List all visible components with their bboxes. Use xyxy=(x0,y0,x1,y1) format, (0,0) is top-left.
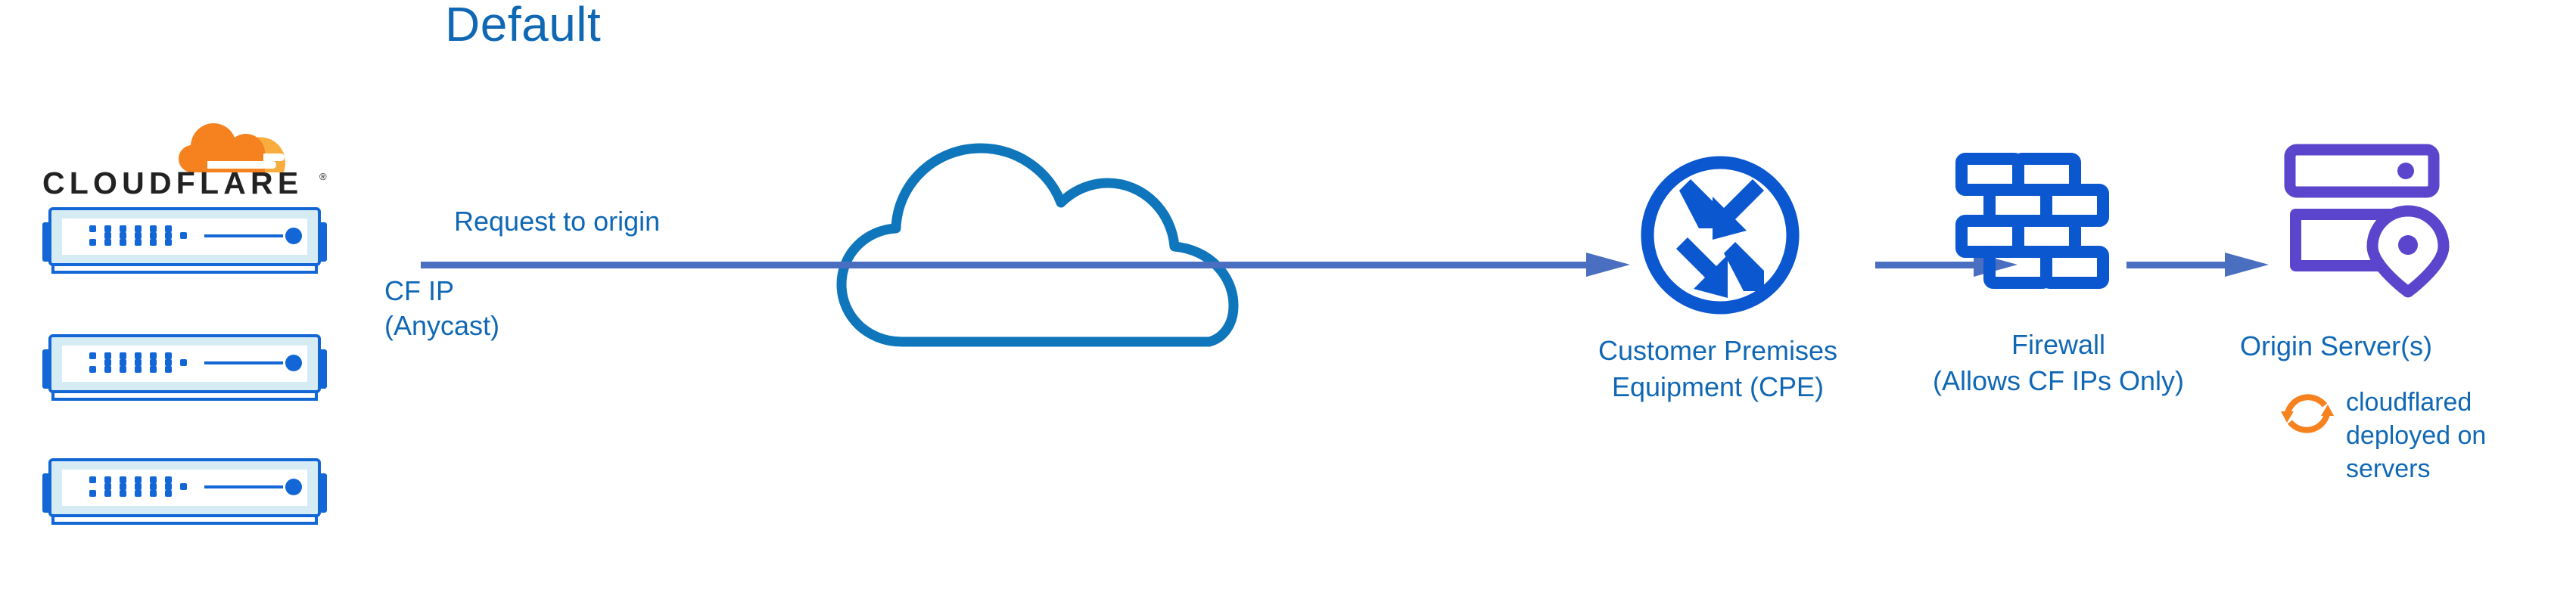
server-slot-line xyxy=(204,361,283,364)
label-request-to-origin: Request to origin xyxy=(454,206,661,237)
cloudflare-logo: CLOUDFLARE ® xyxy=(36,98,339,197)
label-origin-servers: Origin Server(s) xyxy=(2240,330,2433,361)
label-customer-premises-equipment: Customer Premises Equipment (CPE) xyxy=(1598,335,1838,402)
server-unit-2 xyxy=(26,333,344,402)
label-firewall: Firewall (Allows CF IPs Only) xyxy=(1932,329,2185,396)
diagram-title: Default xyxy=(445,0,602,51)
server-vent-dots xyxy=(89,352,187,373)
server-status-light xyxy=(285,355,302,371)
server-status-light xyxy=(285,228,302,244)
server-slot-line xyxy=(204,485,283,488)
registered-trademark-mark: ® xyxy=(319,171,327,182)
server-unit-3 xyxy=(26,457,344,526)
cloudflare-wordmark: CLOUDFLARE xyxy=(42,166,303,197)
server-vent-dots xyxy=(89,476,187,497)
server-status-light xyxy=(285,479,302,495)
internet-cloud-icon xyxy=(832,106,1271,348)
brick-wall-icon xyxy=(1955,153,2119,304)
server-pin-icon xyxy=(2282,141,2461,304)
arrow-firewall-to-origin xyxy=(2126,250,2270,280)
server-unit-1 xyxy=(26,206,344,275)
label-cloudflared-deployed-on-servers: cloudflared deployed on servers xyxy=(2346,388,2487,483)
server-bar-top-led xyxy=(2397,163,2414,179)
label-cf-ip-anycast: CF IP (Anycast) xyxy=(384,275,500,341)
server-slot-line xyxy=(204,234,283,237)
sync-arrows-icon xyxy=(2278,384,2337,443)
server-bar-top xyxy=(2284,144,2440,198)
arrow-request-to-origin xyxy=(421,250,1632,280)
server-vent-dots xyxy=(89,225,187,246)
map-pin-outline xyxy=(2366,205,2450,298)
map-pin-dot xyxy=(2398,235,2418,255)
router-arrows-icon xyxy=(1636,151,1804,319)
